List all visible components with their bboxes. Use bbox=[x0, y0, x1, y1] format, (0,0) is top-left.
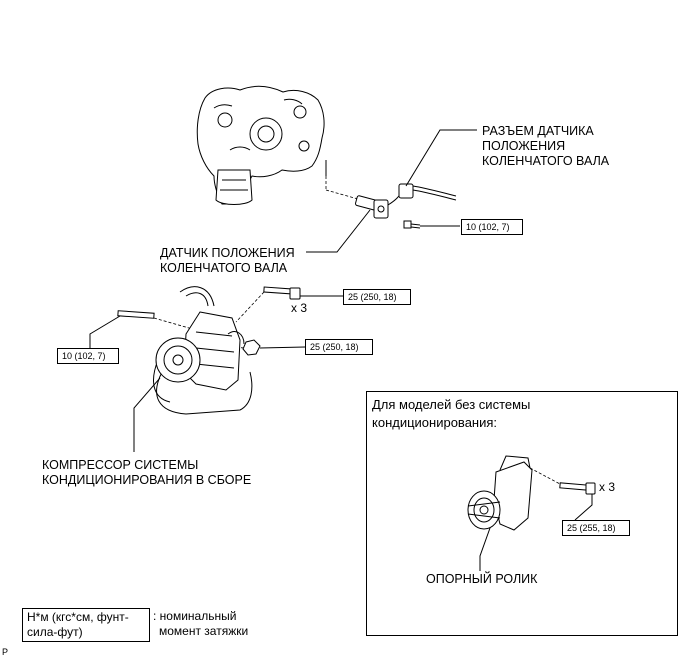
compressor-label: КОМПРЕССОР СИСТЕМЫ КОНДИЦИОНИРОВАНИЯ В С… bbox=[42, 458, 252, 487]
inset-leader-lines bbox=[479, 494, 593, 571]
inset-title: Для моделей без системы кондиционировани… bbox=[372, 397, 531, 430]
compressor-stud-bolt bbox=[117, 310, 155, 319]
no-ac-inset-panel bbox=[366, 391, 678, 636]
compressor-bolt-multiplier: x 3 bbox=[291, 301, 308, 315]
corner-mark: P bbox=[2, 647, 9, 657]
legend-description: : номинальный момент затяжки bbox=[153, 609, 249, 638]
legend-unit-box: Н*м (кгс*см, фунт- сила-фут) bbox=[22, 608, 150, 642]
compressor-nut-torque: 25 (250, 18) bbox=[305, 339, 373, 355]
crankshaft-sensor-connector bbox=[387, 183, 457, 206]
idler-pulley-bolt bbox=[559, 482, 596, 495]
crank-sensor-connector-label: РАЗЪЕМ ДАТЧИКА ПОЛОЖЕНИЯ КОЛЕНЧАТОГО ВАЛ… bbox=[482, 124, 610, 168]
idler-bolt-multiplier: x 3 bbox=[599, 480, 616, 494]
leader-lines bbox=[89, 129, 477, 452]
engine-block bbox=[196, 85, 327, 205]
idler-alignment-line bbox=[529, 467, 561, 485]
crankshaft-position-sensor bbox=[355, 195, 389, 219]
ac-compressor-assembly bbox=[153, 286, 253, 415]
idler-pulley bbox=[467, 455, 533, 531]
sensor-bolt bbox=[403, 220, 421, 229]
idler-pulley-label: ОПОРНЫЙ РОЛИК bbox=[426, 572, 538, 586]
compressor-mounting-bolt bbox=[263, 286, 301, 300]
stud-torque: 10 (102, 7) bbox=[57, 348, 119, 364]
crank-sensor-label: ДАТЧИК ПОЛОЖЕНИЯ КОЛЕНЧАТОГО ВАЛА bbox=[160, 246, 295, 275]
compressor-nut bbox=[242, 339, 261, 356]
sensor-bolt-torque: 10 (102, 7) bbox=[461, 219, 523, 235]
sensor-alignment-line bbox=[325, 176, 359, 200]
compressor-bolt-torque: 25 (250, 18) bbox=[343, 289, 411, 305]
idler-bolt-torque: 25 (255, 18) bbox=[562, 520, 630, 536]
